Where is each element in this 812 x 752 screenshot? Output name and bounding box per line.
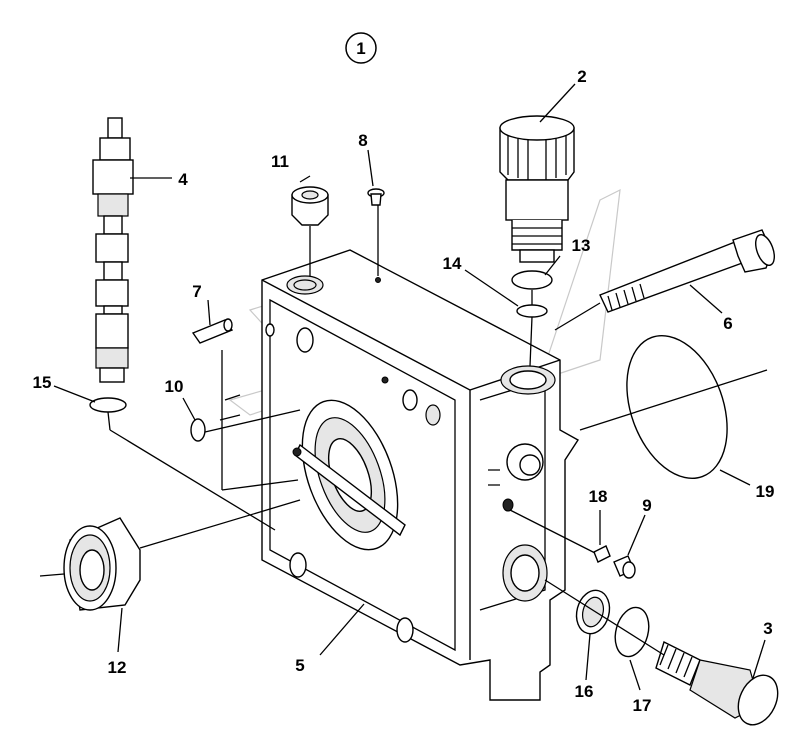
- plug-part-18: [593, 545, 611, 563]
- callout-13: 13: [572, 236, 591, 255]
- callout-12: 12: [108, 658, 127, 677]
- o-ring-part-17: [614, 606, 650, 658]
- ring-part-10: [190, 418, 206, 442]
- check-valve-part-3: [655, 641, 779, 726]
- callout-17: 17: [633, 696, 652, 715]
- ring-part-16: [575, 589, 611, 635]
- callout-18: 18: [589, 487, 608, 506]
- large-o-ring-part-19: [626, 335, 728, 479]
- bearing-part-12: [63, 517, 141, 611]
- callout-9: 9: [642, 496, 651, 515]
- plug-part-9: [613, 555, 636, 579]
- pin-part-7: [191, 318, 234, 344]
- callout-10: 10: [165, 377, 184, 396]
- callout-3: 3: [763, 619, 772, 638]
- valve-body-part-5: [261, 249, 579, 701]
- valve-cartridge-part-2: [499, 115, 575, 263]
- o-ring-part-14: [516, 304, 548, 318]
- bolt-part-6: [599, 229, 775, 313]
- callout-16: 16: [575, 682, 594, 701]
- callout-19: 19: [756, 482, 775, 501]
- callout-5: 5: [295, 656, 304, 675]
- leader-lines: [39, 83, 768, 691]
- callout-14: 14: [443, 254, 462, 273]
- callout-6: 6: [723, 314, 732, 333]
- callout-7: 7: [192, 282, 201, 301]
- callout-11: 11: [271, 152, 289, 171]
- o-ring-part-15: [89, 397, 127, 413]
- callout-8: 8: [358, 131, 367, 150]
- spool-part-4: [92, 117, 134, 383]
- sheet-number-circle: [345, 32, 377, 64]
- o-ring-part-13: [511, 270, 553, 290]
- callout-2: 2: [577, 67, 586, 86]
- callout-15: 15: [33, 373, 52, 392]
- sheet-number: 1: [356, 39, 365, 58]
- plug-part-11: [291, 186, 329, 226]
- callout-4: 4: [178, 170, 188, 189]
- screw-part-8: [367, 188, 385, 206]
